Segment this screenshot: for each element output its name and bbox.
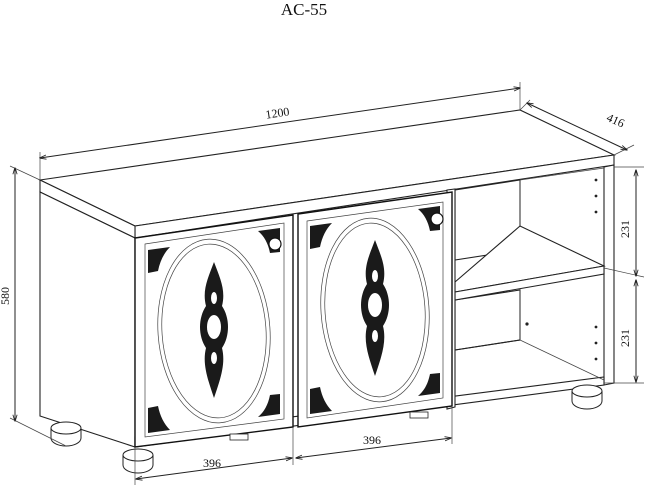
foot-back-left bbox=[50, 421, 82, 447]
dimension-door-left: 396 bbox=[134, 427, 294, 485]
dimension-height: 580 bbox=[0, 165, 67, 447]
dim-label-door-right: 396 bbox=[363, 433, 381, 447]
dim-label-door-left: 396 bbox=[203, 456, 221, 470]
dim-label-depth: 416 bbox=[605, 110, 627, 130]
dimension-width: 1200 bbox=[40, 82, 520, 180]
dimension-depth: 416 bbox=[519, 99, 635, 156]
door-right bbox=[297, 191, 453, 428]
model-title: AC-55 bbox=[281, 0, 327, 19]
dimension-door-right: 396 bbox=[296, 406, 453, 458]
dimension-shelf-upper: 231 bbox=[603, 166, 645, 278]
dim-label-shelf-upper: 231 bbox=[618, 220, 632, 238]
dim-label-height: 580 bbox=[0, 287, 12, 305]
foot-front-left bbox=[122, 448, 154, 474]
dimension-shelf-lower: 231 bbox=[604, 280, 644, 384]
door-left bbox=[134, 214, 294, 448]
foot-front-right bbox=[571, 384, 603, 410]
dim-label-width: 1200 bbox=[265, 104, 291, 121]
dim-label-shelf-lower: 231 bbox=[618, 329, 632, 347]
